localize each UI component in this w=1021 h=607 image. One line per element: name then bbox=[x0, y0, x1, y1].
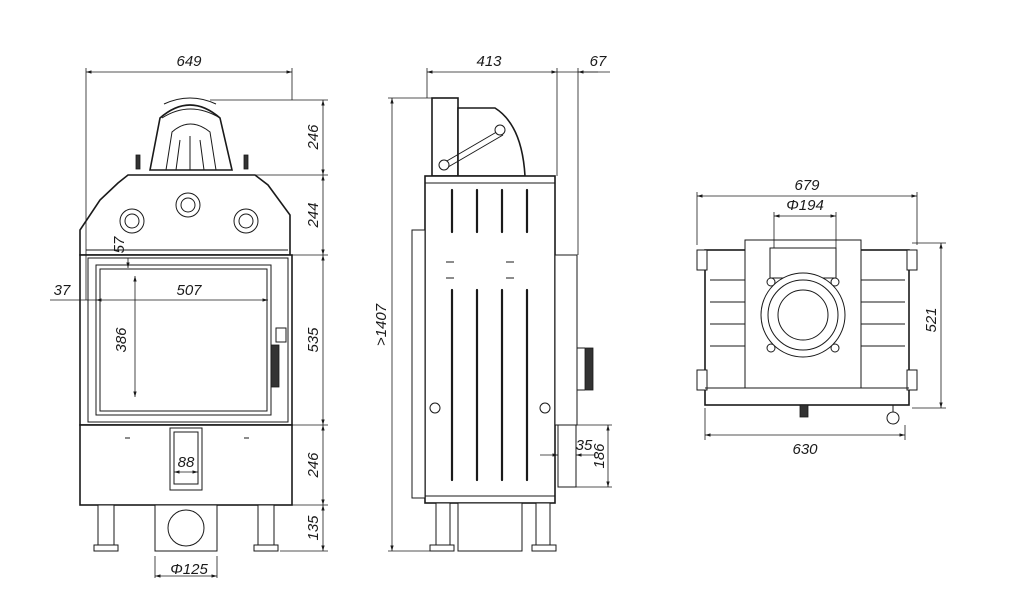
front-view: 649 246 244 535 246 135 37 57 507 386 88… bbox=[50, 53, 328, 578]
front-lower-section-label: 246 bbox=[305, 452, 322, 479]
top-width-label: 679 bbox=[794, 177, 820, 194]
top-base-width-label: 630 bbox=[792, 441, 818, 458]
front-top-section-label: 246 bbox=[305, 124, 322, 151]
handle-depth-label: 35 bbox=[576, 437, 593, 454]
front-width-label: 649 bbox=[176, 53, 202, 70]
flue-diameter-label: Φ194 bbox=[786, 197, 824, 214]
front-legs-label: 135 bbox=[305, 515, 322, 541]
top-depth-label: 521 bbox=[923, 307, 940, 332]
front-side-offset-label: 37 bbox=[54, 282, 71, 299]
front-upper-section-label: 244 bbox=[305, 202, 322, 228]
glass-height-label: 386 bbox=[113, 327, 130, 353]
air-inlet-width-label: 88 bbox=[178, 454, 195, 471]
front-frame-top-label: 57 bbox=[111, 236, 128, 253]
glass-width-label: 507 bbox=[176, 282, 202, 299]
side-view: 413 67 >1407 35 186 bbox=[373, 53, 612, 552]
side-depth-label: 413 bbox=[476, 53, 502, 70]
top-view: 679 Φ194 521 630 bbox=[696, 177, 946, 458]
side-rear-offset-label: 67 bbox=[590, 53, 607, 70]
front-door-section-label: 535 bbox=[305, 327, 322, 353]
air-inlet-diameter-label: Φ125 bbox=[170, 561, 208, 578]
side-height-label: >1407 bbox=[373, 303, 390, 346]
handle-height-label: 186 bbox=[591, 443, 608, 469]
